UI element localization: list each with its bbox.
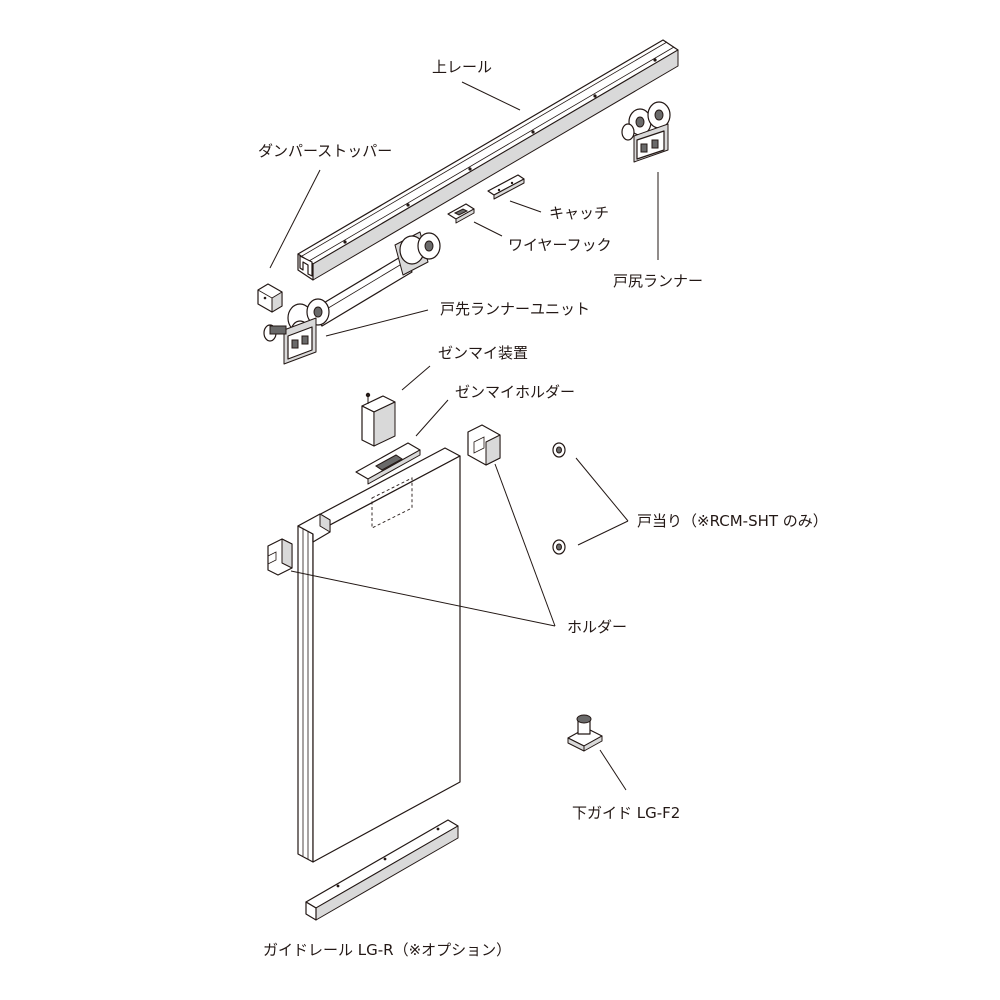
- front-runner-unit-drawing: [263, 231, 441, 365]
- label-door-stop: 戸当り（※RCM-SHT のみ）: [637, 512, 828, 530]
- label-rear-runner: 戸尻ランナー: [613, 272, 704, 290]
- label-catch: キャッチ: [549, 204, 610, 222]
- label-spring-holder: ゼンマイホルダー: [455, 383, 576, 401]
- lower-guide-drawing: [567, 714, 603, 752]
- guide-rail-drawing: [305, 819, 459, 921]
- leader-lines: [269, 81, 659, 791]
- label-holder: ホルダー: [567, 618, 628, 636]
- label-upper-rail: 上レール: [432, 58, 493, 76]
- holder-right-drawing: [467, 424, 501, 466]
- damper-stopper-drawing: [257, 283, 283, 313]
- label-guide-rail: ガイドレール LG-R（※オプション）: [263, 941, 512, 959]
- label-wire-hook: ワイヤーフック: [508, 236, 612, 254]
- label-spring-device: ゼンマイ装置: [438, 344, 529, 362]
- label-damper-stopper: ダンパーストッパー: [258, 142, 393, 160]
- door-stops-drawing: [552, 442, 566, 555]
- label-front-runner-unit: 戸先ランナーユニット: [440, 300, 591, 318]
- door-panel-drawing: [297, 447, 461, 863]
- rear-runner-drawing: [621, 101, 671, 163]
- holder-left-drawing: [267, 538, 293, 576]
- label-lower-guide: 下ガイド LG-F2: [572, 804, 681, 822]
- catch-drawing: [487, 174, 525, 200]
- spring-device-drawing: [361, 392, 396, 447]
- spring-holder-drawing: [355, 442, 421, 485]
- upper-rail-drawing: [297, 39, 679, 281]
- wire-hook-drawing: [447, 203, 475, 224]
